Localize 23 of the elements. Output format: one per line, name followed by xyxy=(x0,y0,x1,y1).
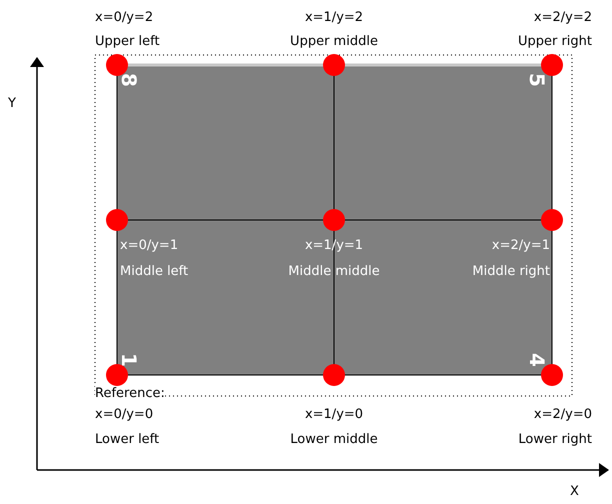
position-label: Lower left xyxy=(95,432,160,448)
coordinate-label: x=0/y=1 xyxy=(120,238,178,254)
corner-number: 4 xyxy=(526,353,547,367)
coordinate-label: x=1/y=0 xyxy=(304,407,364,423)
position-label: Upper left xyxy=(95,34,160,50)
corner-number: 1 xyxy=(118,353,139,367)
corner-number: 8 xyxy=(118,73,139,87)
coordinate-label: x=0/y=2 xyxy=(95,10,154,26)
coordinate-label: x=2/y=1 xyxy=(492,238,550,254)
axis-label: X xyxy=(570,484,579,500)
coordinate-label: x=2/y=2 xyxy=(534,10,592,26)
coordinate-label: x=1/y=2 xyxy=(304,10,364,26)
position-label: Lower middle xyxy=(290,432,378,448)
coordinate-label: x=0/y=0 xyxy=(95,407,154,423)
position-label: Middle left xyxy=(120,264,188,280)
position-label: Middle right xyxy=(472,264,550,280)
corner-number: 5 xyxy=(526,73,547,87)
position-label: Lower right xyxy=(518,432,592,448)
axis-label: Y xyxy=(8,96,16,112)
coordinate-label: x=2/y=0 xyxy=(534,407,592,423)
position-label: Middle middle xyxy=(288,264,380,280)
position-label: Upper middle xyxy=(290,34,378,50)
position-label: Upper right xyxy=(518,34,592,50)
